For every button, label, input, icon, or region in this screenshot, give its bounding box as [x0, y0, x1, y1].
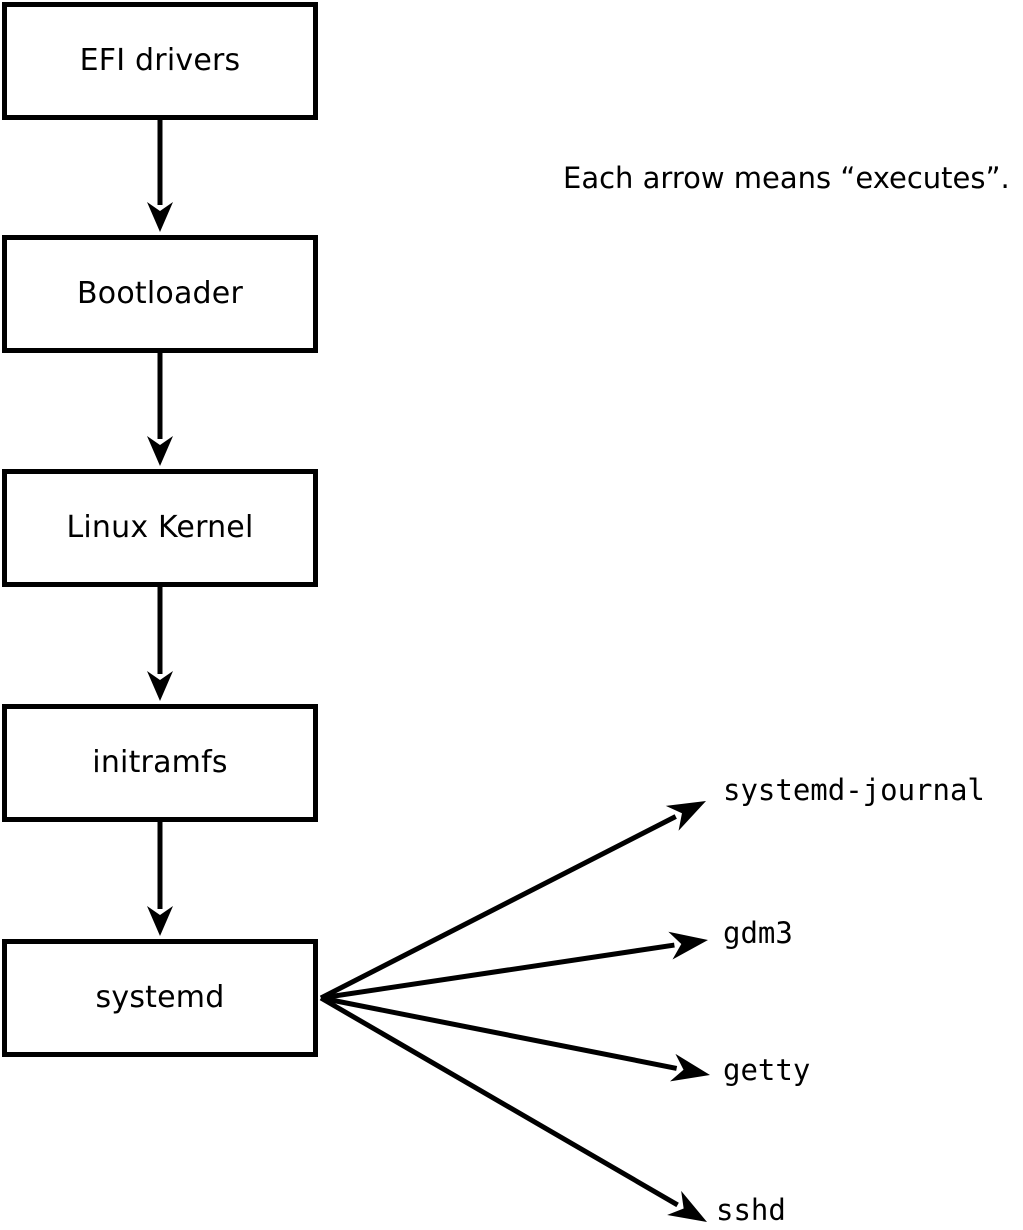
fan-arrow-head-systemd-to-systemd-journal [665, 801, 706, 831]
fan-arrow-shaft-systemd-to-gdm3 [320, 942, 675, 1001]
service-label-systemd-journal[interactable]: systemd-journal [723, 773, 985, 807]
node-box-initramfs[interactable]: initramfs [2, 704, 318, 822]
node-label-efi-drivers: EFI drivers [79, 43, 241, 78]
chain-arrow-head-linux-kernel-to-initramfs [147, 671, 173, 701]
fan-arrow-shaft-systemd-to-getty [320, 995, 678, 1071]
node-label-linux-kernel: Linux Kernel [66, 510, 254, 545]
node-label-initramfs: initramfs [92, 745, 228, 780]
chain-arrow-head-bootloader-to-linux-kernel [147, 436, 173, 466]
node-label-systemd: systemd [95, 980, 225, 1015]
service-label-sshd[interactable]: sshd [716, 1193, 786, 1227]
node-box-linux-kernel[interactable]: Linux Kernel [2, 469, 318, 587]
fan-arrow-head-systemd-to-sshd [667, 1190, 707, 1222]
service-label-gdm3[interactable]: gdm3 [723, 916, 793, 950]
node-box-bootloader[interactable]: Bootloader [2, 235, 318, 353]
fan-arrow-shaft-systemd-to-systemd-journal [319, 814, 677, 1001]
chain-arrow-head-initramfs-to-systemd [147, 906, 173, 936]
fan-arrow-shaft-systemd-to-sshd [319, 995, 679, 1208]
node-box-systemd[interactable]: systemd [2, 939, 318, 1057]
service-label-getty[interactable]: getty [723, 1053, 811, 1087]
fan-arrow-head-systemd-to-gdm3 [668, 931, 708, 960]
node-box-efi-drivers[interactable]: EFI drivers [2, 2, 318, 120]
legend-annotation: Each arrow means “executes”. [563, 161, 1010, 195]
fan-arrow-head-systemd-to-getty [670, 1053, 710, 1082]
node-label-bootloader: Bootloader [77, 276, 243, 311]
chain-arrow-head-efi-drivers-to-bootloader [147, 202, 173, 232]
